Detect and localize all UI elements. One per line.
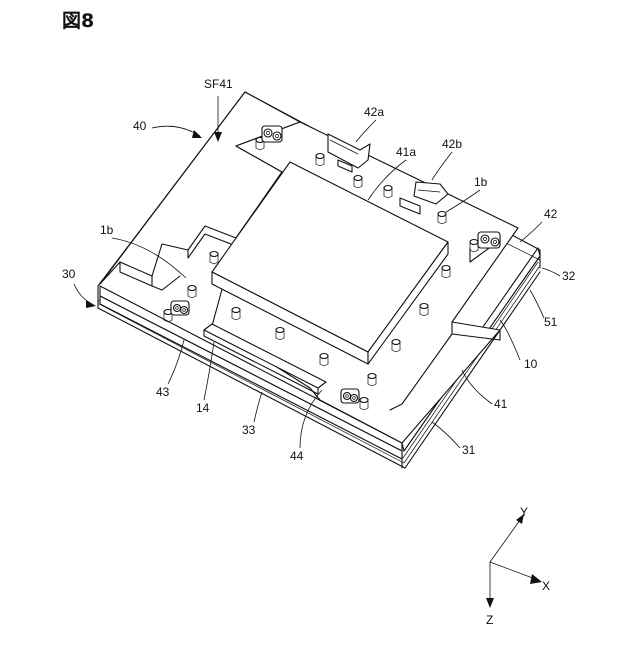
- label-41a: 41a: [396, 145, 416, 159]
- label-44: 44: [290, 449, 304, 463]
- label-1b-left: 1b: [100, 223, 114, 237]
- label-10: 10: [524, 357, 538, 371]
- post: [188, 286, 196, 298]
- clamp-left: [171, 301, 189, 315]
- tray-40-step-2: [152, 276, 180, 290]
- label-33: 33: [242, 423, 256, 437]
- label-42a: 42a: [364, 105, 384, 119]
- label-31: 31: [462, 443, 476, 457]
- arrow-head-30: [86, 300, 96, 308]
- label-40: 40: [133, 119, 147, 133]
- label-32: 32: [562, 269, 576, 283]
- axis-y-label: Y: [520, 505, 528, 519]
- figure-title: 図8: [62, 10, 94, 32]
- post: [210, 252, 218, 264]
- clamp-bottom: [341, 389, 359, 403]
- axis-indicator: Y X Z: [486, 505, 550, 627]
- axis-x-label: X: [542, 579, 550, 593]
- arrow-x: [530, 574, 542, 584]
- clamp-right: [478, 232, 500, 248]
- label-42: 42: [544, 207, 558, 221]
- label-43: 43: [156, 385, 170, 399]
- label-1b-right: 1b: [474, 175, 488, 189]
- label-sf41: SF41: [204, 77, 233, 91]
- arrow-z: [486, 598, 494, 608]
- label-51: 51: [544, 315, 558, 329]
- label-41: 41: [494, 397, 508, 411]
- clamp-top-left: [262, 126, 282, 142]
- label-42b: 42b: [442, 137, 462, 151]
- label-14: 14: [196, 401, 210, 415]
- axis-z-label: Z: [486, 613, 493, 627]
- label-30: 30: [62, 267, 76, 281]
- arrow-head-40: [192, 130, 202, 138]
